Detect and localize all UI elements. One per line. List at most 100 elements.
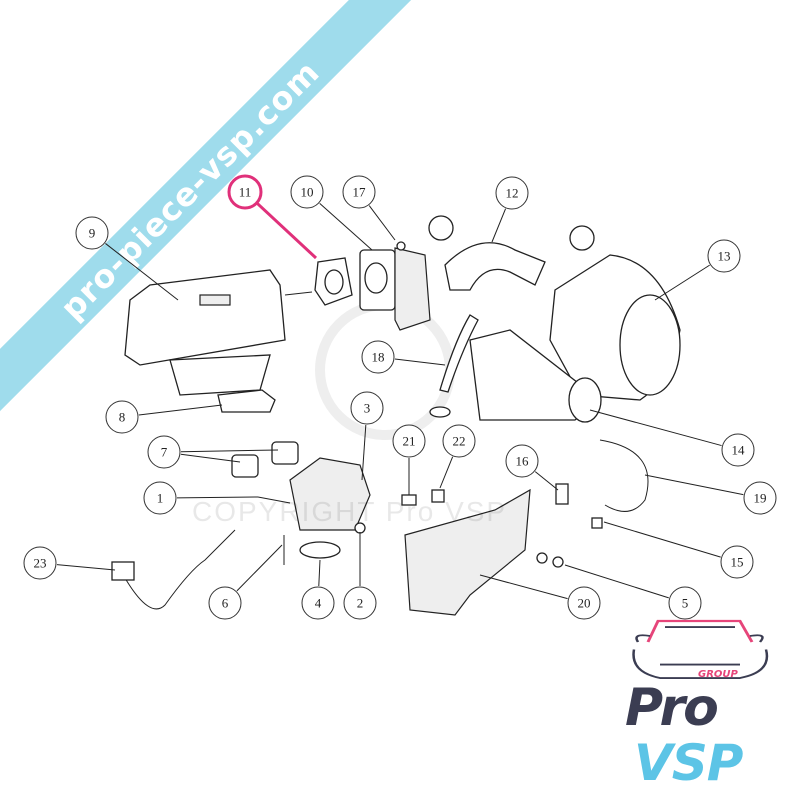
leader-line-1 — [176, 496, 259, 499]
callout-circle — [442, 424, 476, 458]
part-gaskets-7 — [231, 441, 299, 478]
callout-22: 22 — [442, 424, 476, 458]
leader-line-4 — [318, 559, 321, 587]
car-outline-icon — [632, 619, 769, 679]
callout-number: 3 — [364, 401, 371, 416]
callout-circle — [227, 174, 263, 210]
copyright-watermark: COPYRIGHT Pro VSP — [192, 496, 508, 527]
leader-line-18 — [394, 358, 446, 366]
callout-20: 20 — [567, 586, 601, 620]
callout-number: 23 — [34, 556, 47, 571]
callout-7: 7 — [147, 435, 181, 469]
callout-circle — [301, 586, 335, 620]
callout-6: 6 — [208, 586, 242, 620]
callout-circle — [505, 444, 539, 478]
callout-3: 3 — [350, 391, 384, 425]
leader-line-9 — [105, 243, 179, 301]
part-gasket-11 — [314, 257, 353, 306]
callout-14: 14 — [721, 433, 755, 467]
leader-line-5 — [564, 564, 669, 599]
part-spacer-22 — [431, 489, 445, 503]
part-heat-shield-20 — [404, 488, 531, 616]
leader-line-11 — [256, 202, 318, 260]
callout-circle — [143, 481, 177, 515]
callout-16: 16 — [505, 444, 539, 478]
leader-line-8 — [138, 404, 223, 416]
part-bracket-16 — [555, 483, 569, 505]
leader-line-12 — [491, 208, 507, 243]
callout-15: 15 — [720, 545, 754, 579]
leader-line-16 — [534, 471, 559, 491]
callout-9: 9 — [75, 216, 109, 250]
callout-number: 2 — [357, 596, 364, 611]
callout-circle — [495, 176, 529, 210]
part-hose-12 — [428, 215, 595, 291]
leader-line-15 — [603, 521, 721, 558]
callout-number: 5 — [682, 596, 689, 611]
leader-line-7 — [180, 449, 279, 453]
callout-number: 21 — [403, 434, 416, 449]
part-intake-manifold — [124, 269, 313, 396]
leader-line-6 — [236, 544, 283, 592]
callout-circle — [392, 424, 426, 458]
leader-line-3 — [361, 424, 367, 481]
callout-circle — [75, 216, 109, 250]
part-nut-5 — [552, 556, 564, 568]
callout-number: 19 — [754, 491, 767, 506]
part-bolt-15 — [591, 517, 603, 529]
leader-line-10 — [319, 202, 373, 251]
callout-circle — [720, 545, 754, 579]
callout-1: 1 — [143, 481, 177, 515]
part-air-filter-housing — [549, 254, 681, 401]
leader-line-19 — [644, 474, 744, 496]
callout-circle — [343, 586, 377, 620]
logo-vsp-text: VSP — [634, 734, 743, 792]
part-gaskets-8 — [217, 389, 276, 413]
callout-circle — [721, 433, 755, 467]
callout-number: 11 — [239, 185, 252, 200]
part-stud-1 — [257, 496, 291, 504]
callout-circle — [23, 546, 57, 580]
callout-number: 18 — [372, 350, 385, 365]
leader-line-17 — [368, 205, 396, 241]
part-washer-5 — [536, 552, 548, 564]
callout-circle — [668, 586, 702, 620]
leader-line-22 — [439, 456, 454, 489]
callout-19: 19 — [743, 481, 777, 515]
callout-number: 8 — [119, 410, 126, 425]
callout-number: 1 — [157, 491, 164, 506]
leader-line-14 — [589, 409, 722, 447]
callout-12: 12 — [495, 176, 529, 210]
leader-line-23 — [56, 564, 116, 571]
callout-4: 4 — [301, 586, 335, 620]
part-throttle-body — [359, 241, 431, 331]
callout-number: 16 — [516, 454, 530, 469]
part-exhaust-elbow — [289, 457, 371, 531]
logo-pro-text: Pro — [625, 678, 719, 738]
callout-circle — [342, 175, 376, 209]
provsp-logo: GROUP Pro VSP — [620, 590, 790, 800]
leader-line-13 — [654, 264, 710, 301]
callout-18: 18 — [361, 340, 395, 374]
callout-number: 14 — [732, 443, 746, 458]
callout-circle — [707, 239, 741, 273]
callout-17: 17 — [342, 175, 376, 209]
callout-circle — [743, 481, 777, 515]
leader-line-20 — [479, 574, 568, 600]
part-strap-19 — [599, 439, 649, 512]
callout-10: 10 — [290, 175, 324, 209]
part-hose-18 — [439, 314, 479, 393]
callout-number: 4 — [315, 596, 322, 611]
callout-number: 9 — [89, 226, 96, 241]
callout-number: 10 — [301, 185, 314, 200]
callout-circle — [290, 175, 324, 209]
callout-number: 6 — [222, 596, 229, 611]
callout-number: 7 — [161, 445, 168, 460]
callout-number: 20 — [578, 596, 591, 611]
logo-group-text: GROUP — [698, 669, 738, 680]
callout-8: 8 — [105, 400, 139, 434]
callout-11: 11 — [227, 174, 263, 210]
